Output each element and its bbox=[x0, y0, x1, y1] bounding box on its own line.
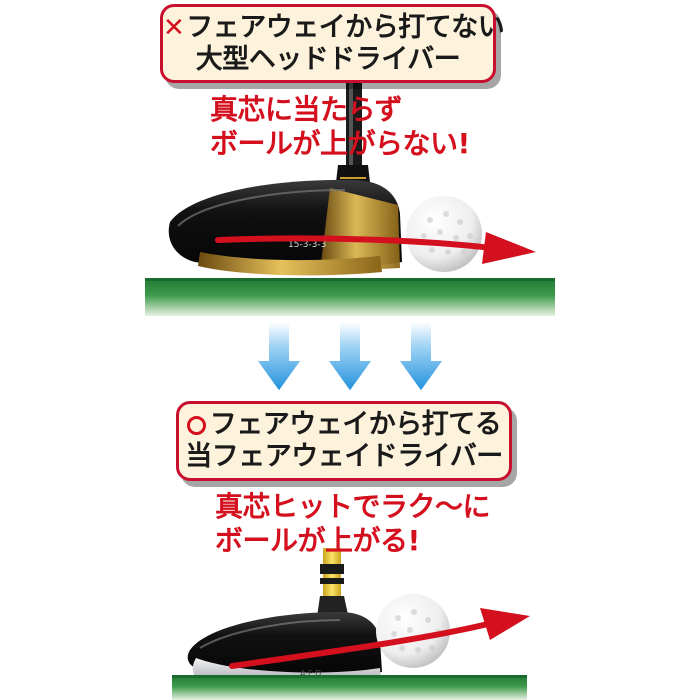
bottom-callout-box: フェアウェイから打てる 当フェアウェイドライバー bbox=[176, 401, 512, 481]
down-arrow-icon bbox=[325, 321, 375, 394]
down-arrow-icon bbox=[396, 321, 446, 394]
top-caption: 真芯に当たらず ボールが上がらない! bbox=[210, 93, 470, 161]
bottom-turf bbox=[172, 675, 527, 700]
bottom-callout-line2: 当フェアウェイドライバー bbox=[185, 441, 503, 472]
top-callout-line2: 大型ヘッドドライバー bbox=[195, 43, 461, 75]
top-caption-line1: 真芯に当たらず bbox=[210, 93, 402, 126]
circle-mark-icon bbox=[186, 416, 206, 436]
cross-mark-icon: ✕ bbox=[163, 12, 185, 43]
bottom-caption-line1: 真芯ヒットでラク～に bbox=[215, 490, 491, 523]
down-arrow-icon bbox=[254, 321, 304, 394]
top-turf bbox=[145, 278, 555, 316]
top-swing-path-arrow bbox=[215, 232, 536, 264]
top-loft-marking: 15-3-3-3 bbox=[288, 240, 326, 250]
bottom-golf-ball bbox=[376, 594, 450, 668]
bottom-caption-line2: ボールが上がる! bbox=[215, 524, 420, 558]
top-golf-ball bbox=[406, 196, 482, 272]
top-callout-box: ✕フェアウェイから打てない 大型ヘッドドライバー bbox=[160, 4, 505, 83]
top-driver-head: 15-3-3-3 bbox=[168, 179, 402, 276]
svg-text:A·F·D: A·F·D bbox=[300, 669, 321, 678]
bottom-caption: 真芯ヒットでラク～に ボールが上がる! bbox=[215, 490, 491, 558]
top-caption-line2: ボールが上がらない! bbox=[210, 127, 470, 161]
bottom-swing-path-arrow bbox=[229, 608, 530, 669]
bottom-callout-line1: フェアウェイから打てる bbox=[209, 409, 502, 441]
top-callout-line1: フェアウェイから打てない bbox=[186, 11, 505, 43]
